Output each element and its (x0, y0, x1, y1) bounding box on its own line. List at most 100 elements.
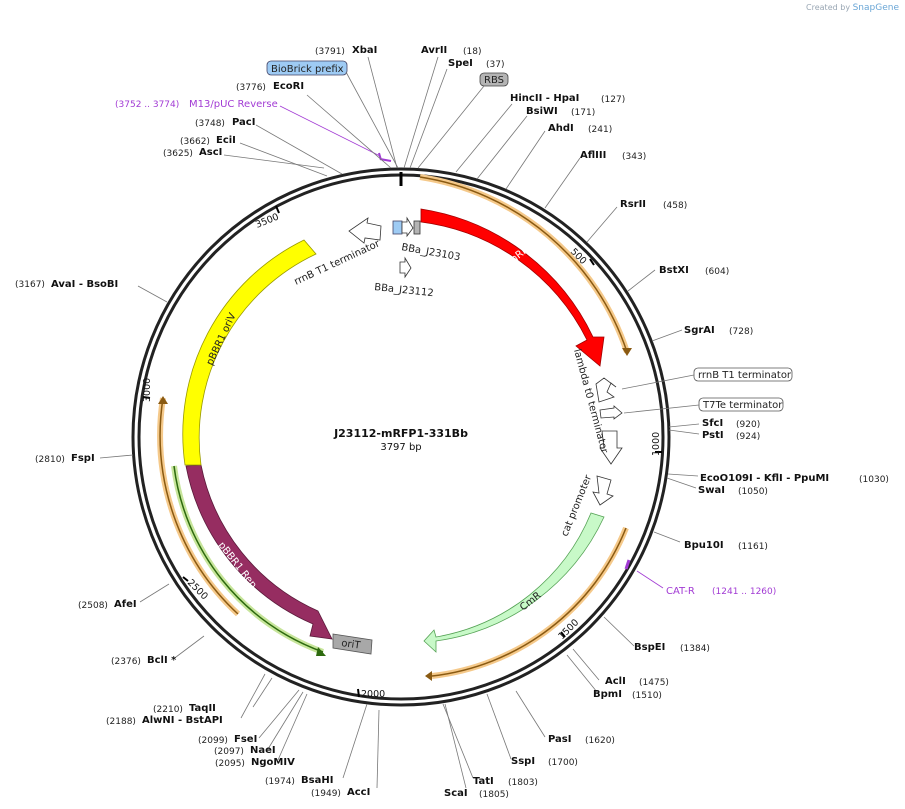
site-paci[interactable]: (3748)PacI (195, 117, 255, 129)
mRFP1-arrow[interactable] (420, 208, 605, 367)
site-bspei[interactable]: BspEI(1384) (634, 642, 710, 654)
svg-text:(2097): (2097) (214, 747, 244, 757)
site-bstxi[interactable]: BstXI(604) (659, 265, 729, 277)
svg-text:PasI: PasI (548, 734, 571, 745)
oriT-box[interactable] (332, 633, 373, 655)
site-bpmi[interactable]: BpmI(1510) (593, 689, 662, 701)
lambda-t0-terminator-arrow[interactable] (599, 430, 623, 465)
cat-promoter-arrow[interactable] (592, 475, 614, 506)
pBBR1-Rep-arrow[interactable] (185, 464, 333, 640)
CAT-R-primer-mark (624, 559, 631, 570)
svg-text:EciI: EciI (216, 135, 236, 146)
BBa_J23112-arrow[interactable] (399, 256, 412, 279)
svg-text:(37): (37) (486, 60, 504, 70)
svg-text:(171): (171) (571, 108, 595, 118)
rbs-tag[interactable] (479, 72, 509, 87)
CmR-arrow[interactable] (423, 512, 605, 653)
svg-text:(1241 .. 1260): (1241 .. 1260) (712, 587, 776, 597)
svg-text:(3748): (3748) (195, 119, 225, 129)
site-fsei[interactable]: (2099)FseI (198, 734, 257, 746)
plasmid-name: J23112-mRFP1-331Bb (333, 427, 468, 440)
site-bpu10i[interactable]: Bpu10I(1161) (684, 540, 768, 552)
site-naei[interactable]: (2097)NaeI (214, 745, 276, 757)
site-spei[interactable]: SpeI(37) (448, 58, 504, 70)
site-tati[interactable]: TatI(1803) (473, 776, 538, 788)
svg-text:(2376): (2376) (111, 657, 141, 667)
T7Te-terminator-tag-text: T7Te terminator (702, 400, 783, 411)
site-xbai[interactable]: (3791)XbaI (315, 45, 377, 57)
T7Te-terminator-tag[interactable] (698, 397, 784, 412)
site-ahdi[interactable]: AhdI (241) (548, 123, 612, 135)
T7Te-terminator-arrow[interactable] (599, 405, 623, 420)
primer-cat-r[interactable]: CAT-R (1241 .. 1260) (666, 586, 776, 597)
site-hincii-hpai[interactable]: HincII - HpaI(127) (510, 93, 625, 105)
site-acci[interactable]: (1949)AccI (311, 787, 370, 799)
svg-text:EcoRI: EcoRI (273, 81, 304, 92)
tick-3000: 3000 (142, 378, 153, 402)
site-avai-bsobi[interactable]: (3167)AvaI - BsoBI (15, 279, 118, 290)
site-ecoo109i-kfli-ppumi[interactable]: EcoO109I - KflI - PpuMI(1030) (700, 473, 889, 485)
site-sspi[interactable]: SspI(1700) (511, 756, 578, 768)
BBa_J23103-label: BBa_J23103 (400, 242, 461, 263)
svg-text:AhdI: AhdI (548, 123, 574, 134)
site-pasi[interactable]: PasI (1620) (548, 734, 615, 746)
biobrick-prefix-tag-text: BioBrick prefix (271, 64, 344, 75)
svg-text:Bpu10I: Bpu10I (684, 540, 724, 551)
site-ecii[interactable]: (3662)EciI (180, 135, 236, 147)
site-swai[interactable]: SwaI(1050) (698, 485, 768, 497)
site-asci[interactable]: (3625)AscI (163, 147, 222, 159)
svg-text:(343): (343) (622, 152, 646, 162)
svg-text:AlwNI - BstAPI: AlwNI - BstAPI (142, 715, 223, 726)
svg-text:(3791): (3791) (315, 47, 345, 57)
svg-text:(1620): (1620) (585, 736, 615, 746)
rrnB-T1-terminator-tag[interactable] (693, 367, 793, 382)
tick-1000: 1000 (651, 432, 662, 456)
svg-text:AccI: AccI (347, 787, 370, 798)
svg-text:AclI: AclI (605, 676, 626, 687)
svg-text:BpmI: BpmI (593, 689, 622, 700)
svg-text:(1384): (1384) (680, 644, 710, 654)
svg-text:SgrAI: SgrAI (684, 325, 715, 336)
site-ecori[interactable]: (3776)EcoRI (236, 81, 304, 93)
BBa_J23103-arrow[interactable] (401, 216, 414, 238)
site-leader-lines (99, 56, 700, 789)
rrnB-T1-terminator-outer-arrow[interactable] (595, 377, 617, 403)
site-taqii[interactable]: (2210) TaqII (153, 703, 216, 715)
plasmid-size: 3797 bp (380, 442, 421, 453)
svg-text:(1974): (1974) (265, 777, 295, 787)
svg-text:CAT-R: CAT-R (666, 586, 695, 597)
site-sfci[interactable]: SfcI(920) (702, 418, 760, 430)
svg-text:TaqII: TaqII (189, 703, 216, 714)
pBBR1-oriV-block[interactable] (182, 239, 317, 466)
site-sgrai[interactable]: SgrAI (728) (684, 325, 753, 337)
svg-text:BstXI: BstXI (659, 265, 689, 276)
biobrick-prefix-tag[interactable] (266, 60, 348, 76)
svg-text:(241): (241) (588, 125, 612, 135)
site-fspi[interactable]: (2810)FspI (35, 453, 95, 465)
site-bsiwi[interactable]: BsiWI (171) (526, 106, 595, 118)
svg-text:BsiWI: BsiWI (526, 106, 558, 117)
site-afliii[interactable]: AflIII(343) (580, 150, 646, 162)
site-avrii[interactable]: AvrII(18) (421, 45, 481, 57)
rbs-block[interactable] (413, 220, 421, 235)
primer-m13-puc-reverse[interactable]: (3752 .. 3774)M13/pUC Reverse (115, 99, 278, 110)
site-scai[interactable]: ScaI(1805) (444, 788, 509, 800)
svg-text:(728): (728) (729, 327, 753, 337)
site-bsahi[interactable]: (1974)BsaHI (265, 775, 333, 787)
site-alwni-bstapi[interactable]: (2188)AlwNI - BstAPI (106, 715, 223, 727)
svg-text:(2099): (2099) (198, 736, 228, 746)
svg-text:(1030): (1030) (859, 475, 889, 485)
site-rsrii[interactable]: RsrII(458) (620, 199, 687, 211)
site-ngomiv[interactable]: (2095)NgoMIV (215, 757, 295, 769)
svg-text:(2095): (2095) (215, 759, 245, 769)
svg-text:(3752 .. 3774): (3752 .. 3774) (115, 100, 179, 110)
biobrick-prefix-block[interactable] (392, 220, 403, 235)
svg-text:(2210): (2210) (153, 705, 183, 715)
site-afei[interactable]: (2508)AfeI (78, 599, 137, 611)
rrnB-T1-terminator-arrow[interactable] (348, 217, 382, 244)
site-bcli[interactable]: (2376)BclI * (111, 655, 177, 667)
svg-text:(2508): (2508) (78, 601, 108, 611)
site-acli[interactable]: AclI(1475) (605, 676, 669, 688)
site-psti[interactable]: PstI(924) (702, 430, 760, 442)
